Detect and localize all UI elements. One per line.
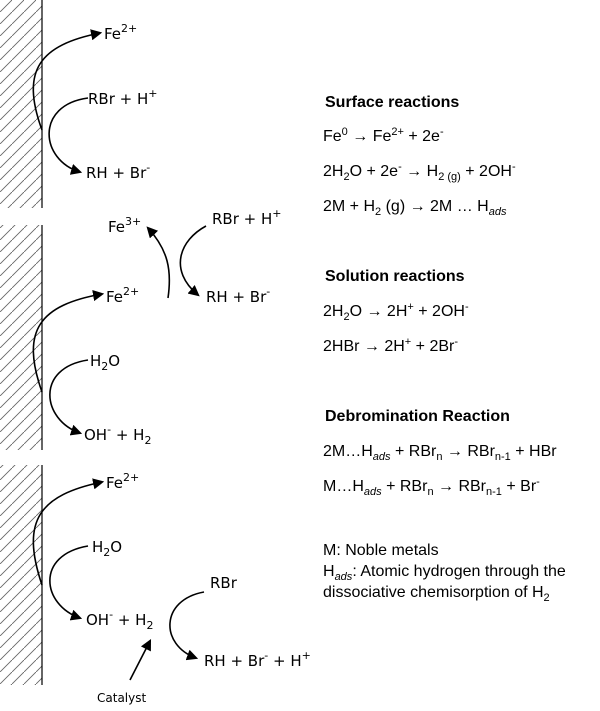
arrow-fe-oxidation-1 bbox=[32, 29, 103, 131]
rh-br-label-2: RH + Br- bbox=[206, 285, 270, 306]
debromination-reaction-1: 2M…Hads + RBrn → RBrn-1 + HBr bbox=[323, 443, 557, 463]
debromination-reaction-2: M…Hads + RBrn → RBrn-1 + Br- bbox=[323, 476, 540, 498]
arrow-water-reduction-2 bbox=[49, 359, 89, 436]
rh-br-label-1: RH + Br- bbox=[86, 161, 150, 182]
fe2-label-2: Fe2+ bbox=[106, 285, 139, 306]
note-hads-line1: Hads: Atomic hydrogen through the bbox=[323, 563, 566, 583]
surface-reaction-1: Fe0 → Fe2+ + 2e- bbox=[323, 126, 444, 145]
iron-wall-bottom bbox=[0, 465, 43, 685]
fe2-label-3: Fe2+ bbox=[106, 471, 139, 492]
iron-wall-top bbox=[0, 0, 43, 208]
arrow-rbr-to-rh-2 bbox=[179, 225, 207, 297]
oh-h2-label-2: OH- + H2 bbox=[84, 423, 151, 447]
solution-reactions-heading: Solution reactions bbox=[325, 268, 465, 285]
h2o-label-3: H2O bbox=[92, 538, 122, 559]
h2o-label-2: H2O bbox=[90, 352, 120, 373]
rbr-label-3: RBr bbox=[210, 574, 238, 592]
surface-reactions-heading: Surface reactions bbox=[325, 94, 459, 111]
rbr-h-label-1: RBr + H+ bbox=[88, 87, 157, 108]
surface-reaction-2: 2H2O + 2e- → H2 (g) + 2OH- bbox=[323, 161, 516, 183]
catalyst-label: Catalyst bbox=[97, 691, 146, 705]
rbr-h-label-2: RBr + H+ bbox=[212, 207, 281, 228]
fe3-label: Fe3+ bbox=[108, 215, 141, 236]
arrow-electron-transfer-1 bbox=[48, 97, 89, 175]
debromination-heading: Debromination Reaction bbox=[325, 408, 510, 425]
arrow-fe2-to-fe3 bbox=[146, 226, 171, 299]
arrow-fe-oxidation-3 bbox=[32, 478, 105, 586]
arrow-catalyst bbox=[129, 639, 152, 681]
solution-reaction-2: 2HBr → 2H+ + 2Br- bbox=[323, 336, 458, 355]
fe2-label-1: Fe2+ bbox=[104, 22, 137, 43]
solution-reaction-1: 2H2O → 2H+ + 2OH- bbox=[323, 301, 469, 323]
arrow-water-reduction-3 bbox=[49, 545, 89, 621]
arrow-fe-oxidation-2 bbox=[32, 290, 105, 393]
note-noble-metals: M: Noble metals bbox=[323, 542, 439, 559]
iron-wall-middle bbox=[0, 225, 43, 450]
arrow-rbr-to-rh-3 bbox=[169, 591, 205, 661]
rh-br-h-label-3: RH + Br- + H+ bbox=[204, 649, 311, 670]
note-hads-line2: dissociative chemisorption of H2 bbox=[323, 584, 550, 604]
surface-reaction-3: 2M + H2 (g) → 2M … Hads bbox=[323, 198, 507, 218]
oh-h2-label-3: OH- + H2 bbox=[86, 608, 153, 632]
